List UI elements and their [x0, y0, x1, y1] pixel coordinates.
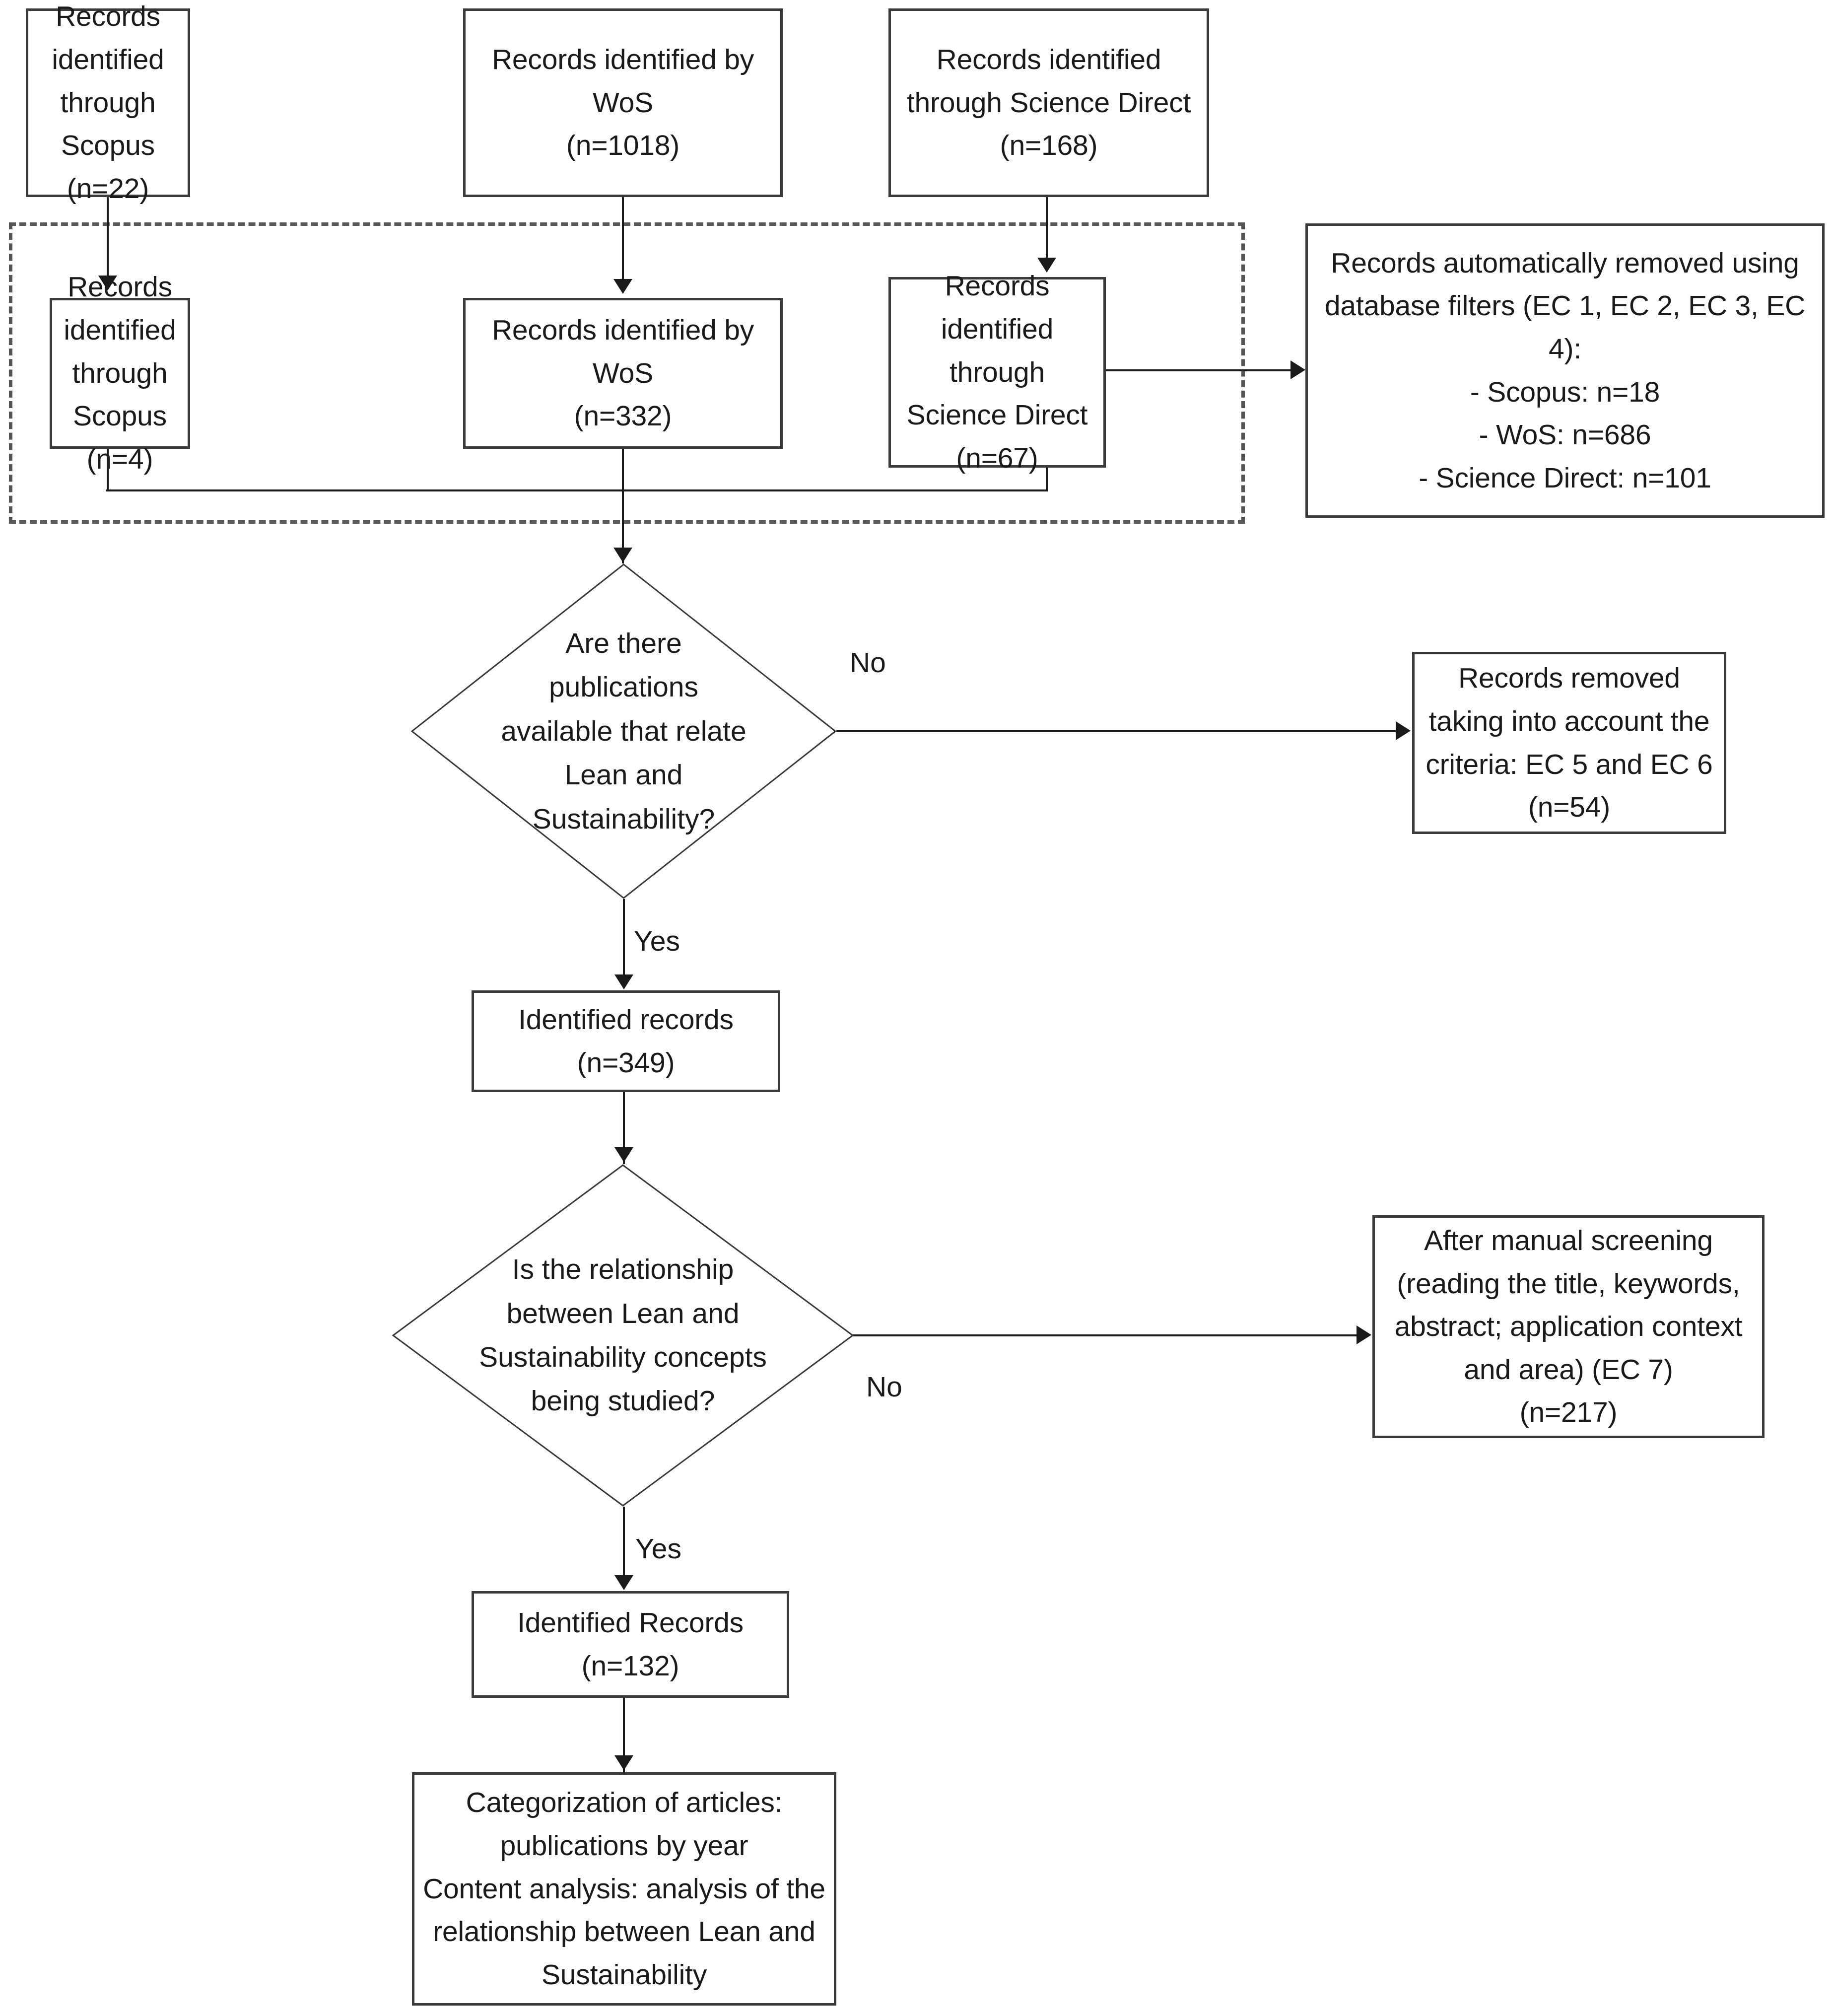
- node-records-automatically-removed: Records automatically removed using data…: [1305, 223, 1825, 518]
- node-label: Identified records (n=349): [518, 1003, 734, 1079]
- node-records-identified-wos-filtered: Records identified by WoS (n=332): [463, 298, 783, 449]
- connector-decision-one-no: [836, 730, 1397, 732]
- connector-merge-bus: [106, 489, 1048, 491]
- arrow-sciencedirect-initial-to-filtered: [1037, 258, 1056, 273]
- node-label: Records removed taking into account the …: [1426, 662, 1713, 824]
- arrow-wos-initial-to-filtered: [613, 279, 632, 294]
- connector-sciencedirect-filtered-down: [1046, 468, 1048, 491]
- connector-scopus-filtered-down: [107, 449, 109, 491]
- arrow-349-to-decision-two: [614, 1147, 633, 1162]
- node-categorization-content-analysis: Categorization of articles: publications…: [412, 1772, 836, 2006]
- node-identified-records-349: Identified records (n=349): [472, 990, 780, 1092]
- connector-decision-two-yes: [623, 1507, 625, 1577]
- node-label: Records identified by WoS (n=332): [491, 314, 754, 432]
- node-records-identified-sciencedirect-initial: Records identified through Science Direc…: [888, 8, 1209, 197]
- node-label: After manual screening (reading the titl…: [1394, 1224, 1743, 1429]
- connector-merge-to-decision-one: [622, 449, 624, 563]
- connector-scopus-initial-to-filtered: [107, 197, 109, 277]
- node-label: Identified Records (n=132): [517, 1606, 744, 1682]
- edge-label-decision-one-yes: Yes: [634, 925, 680, 957]
- arrow-merge-to-decision-one: [613, 548, 632, 562]
- decision-is-relationship-studied: Is the relationship between Lean and Sus…: [392, 1164, 854, 1507]
- connector-wos-initial-to-filtered: [622, 197, 624, 280]
- node-records-identified-sciencedirect-filtered: Records identified through Science Direc…: [888, 270, 1106, 474]
- node-label: Records identified through Science Direc…: [906, 44, 1191, 162]
- diamond-shape-icon: [411, 563, 836, 899]
- node-label: Categorization of articles: publications…: [423, 1787, 825, 1991]
- node-label: Records identified through Science Direc…: [906, 270, 1088, 474]
- diamond-shape-icon: [392, 1164, 854, 1507]
- arrow-scopus-initial-to-filtered: [98, 276, 117, 290]
- connector-decision-two-no: [853, 1334, 1359, 1336]
- node-label: Records identified through Scopus (n=4): [64, 271, 176, 475]
- connector-132-to-final: [623, 1698, 625, 1772]
- node-records-identified-scopus-initial: Records identified through Scopus (n=22): [26, 0, 190, 205]
- connector-349-to-decision-two: [623, 1092, 625, 1164]
- automatic-filtering-group-region: [9, 222, 1245, 524]
- arrow-decision-one-no: [1396, 721, 1411, 740]
- node-label: Records automatically removed using data…: [1324, 247, 1806, 494]
- edge-label-decision-two-no: No: [866, 1371, 902, 1403]
- connector-decision-one-yes: [623, 899, 625, 976]
- arrow-132-to-final: [614, 1755, 633, 1770]
- edge-label-decision-one-no: No: [850, 647, 886, 679]
- node-records-identified-scopus-filtered: Records identified through Scopus (n=4): [50, 271, 190, 475]
- arrow-decision-two-no: [1357, 1325, 1371, 1344]
- decision-are-there-publications: Are there publications available that re…: [411, 563, 836, 899]
- connector-sciencedirect-initial-to-filtered: [1046, 197, 1048, 259]
- node-records-removed-criteria: Records removed taking into account the …: [1412, 652, 1726, 834]
- node-records-identified-wos-initial: Records identified by WoS (n=1018): [463, 8, 783, 197]
- node-identified-records-132: Identified Records (n=132): [472, 1591, 789, 1698]
- node-label: Records identified through Scopus (n=22): [52, 0, 164, 205]
- arrow-decision-two-yes: [614, 1575, 633, 1590]
- node-after-manual-screening: After manual screening (reading the titl…: [1372, 1215, 1765, 1438]
- node-label: Records identified by WoS (n=1018): [491, 44, 754, 162]
- edge-label-decision-two-yes: Yes: [635, 1533, 681, 1565]
- arrow-filtered-row-to-auto-removed: [1290, 360, 1305, 379]
- connector-filtered-row-to-auto-removed: [1106, 369, 1291, 371]
- arrow-decision-one-yes: [614, 974, 633, 989]
